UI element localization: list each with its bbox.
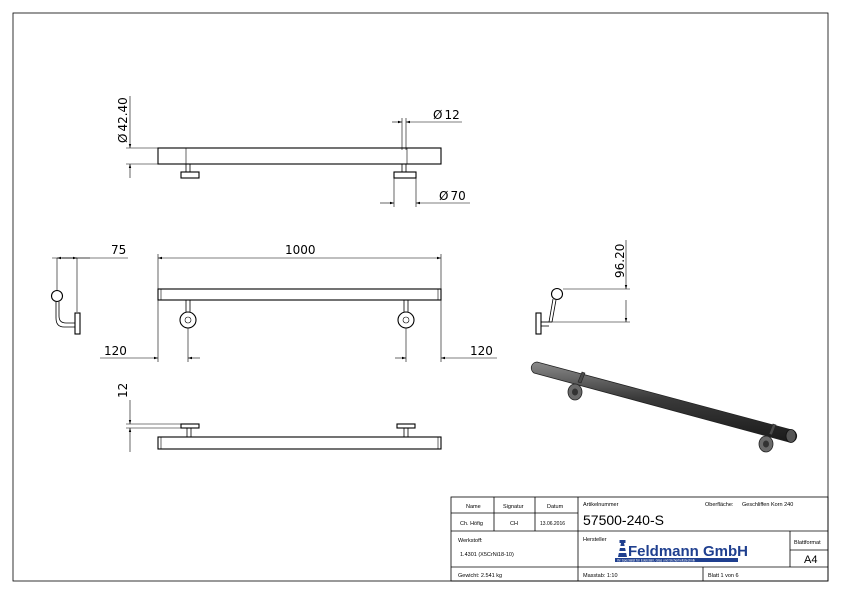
- title-manufacturer-label: Hersteller: [583, 537, 607, 543]
- dim-120-left: 120: [104, 344, 127, 358]
- top-view-mount-left: [180, 171, 200, 179]
- right-side-view: 96.20: [535, 240, 630, 335]
- logo-tagline: Ihr Spezialist für Edelstahl, Glas und S…: [617, 559, 696, 563]
- right-side-view-mount: [535, 312, 542, 335]
- title-sheet: Blatt 1 von 6: [708, 573, 739, 579]
- bottom-view: 12: [116, 383, 442, 452]
- bottom-view-mount-right: [396, 423, 416, 429]
- dim-12-side: 12: [116, 383, 130, 398]
- left-side-view-mount: [74, 312, 81, 335]
- top-view-tube: [157, 147, 442, 165]
- dim-diameter-42-40: Ø 42.40: [116, 97, 130, 143]
- article-number: 57500-240-S: [583, 512, 664, 528]
- dim-70-value: 70: [450, 189, 465, 203]
- title-article-label: Artikelnummer: [583, 502, 619, 508]
- left-side-view: 75: [50, 243, 128, 335]
- front-view-tube: [157, 288, 442, 301]
- title-date-value: 13.06.2016: [540, 521, 565, 527]
- bottom-view-tube: [157, 436, 442, 450]
- title-material-label: Werkstoff:: [458, 538, 483, 544]
- logo-text: Feldmann GmbH: [628, 543, 748, 560]
- title-scale: Masstab: 1:10: [583, 573, 618, 579]
- title-weight: Gewicht: 2.541 kg: [458, 573, 502, 579]
- top-view-mount-right: [393, 171, 417, 179]
- lighthouse-icon: [617, 540, 628, 557]
- dim-1000: 1000: [285, 243, 316, 257]
- dim-75: 75: [111, 243, 126, 257]
- bottom-view-mount-left: [180, 423, 200, 429]
- left-side-view-tube-section: [50, 289, 64, 303]
- feldmann-logo: Feldmann GmbH Ihr Spezialist für Edelsta…: [615, 540, 748, 563]
- front-view-mount-right: [397, 311, 415, 329]
- title-format-value: A4: [804, 554, 817, 566]
- title-signature-header: Signatur: [503, 504, 524, 510]
- title-signature-value: CH: [510, 521, 518, 527]
- diameter-symbol: Ø: [433, 108, 442, 122]
- title-format-label: Blattformat: [794, 540, 821, 546]
- dim-96-20: 96.20: [613, 244, 627, 278]
- title-surface-value: Geschliffen Korn 240: [742, 502, 793, 508]
- front-view-mount-left: [179, 311, 197, 329]
- title-date-header: Datum: [547, 504, 564, 510]
- front-view: 1000 120 120: [100, 243, 497, 362]
- title-surface-label: Oberfläche:: [705, 502, 734, 508]
- diameter-symbol: Ø: [439, 189, 448, 203]
- dim-12-value: 12: [444, 108, 459, 122]
- diameter-symbol: Ø: [116, 134, 130, 143]
- isometric-view: [530, 361, 798, 453]
- dim-120-right: 120: [470, 344, 493, 358]
- right-side-view-tube-section: [550, 287, 564, 301]
- dim-42-40-value: 42.40: [116, 97, 130, 131]
- title-name-value: Ch. Höfig: [460, 521, 483, 527]
- title-name-header: Name: [466, 504, 481, 510]
- title-block: Name Signatur Datum Ch. Höfig CH 13.06.2…: [450, 496, 829, 582]
- sheet-border: [12, 12, 829, 582]
- title-material-value: 1.4301 (X5CrNi18-10): [460, 552, 514, 558]
- isometric-tube: [530, 361, 798, 443]
